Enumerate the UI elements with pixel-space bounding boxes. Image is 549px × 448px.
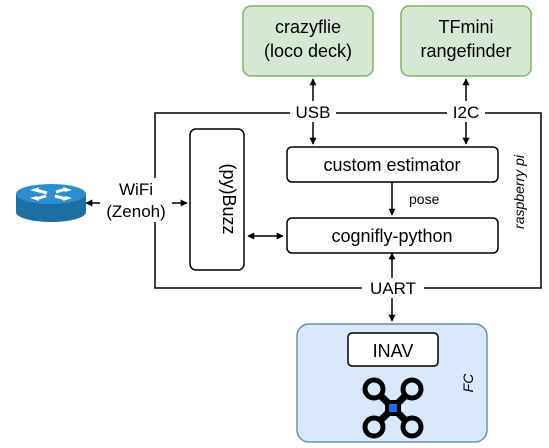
cognifly-python-label: cognifly-python — [331, 226, 452, 246]
i2c-label: I2C — [453, 103, 479, 122]
wifi-label: WiFi — [119, 180, 153, 199]
crazyflie-label: crazyflie — [275, 17, 341, 37]
router-icon — [16, 184, 86, 222]
cognifly-python-node: cognifly-python — [286, 217, 499, 254]
tfmini-sublabel: rangefinder — [420, 41, 511, 61]
buzz-label: (py)Buzz — [219, 163, 239, 234]
custom-estimator-label: custom estimator — [323, 155, 460, 175]
tfmini-label: TFmini — [439, 17, 494, 37]
tfmini-node: TFmini rangefinder — [400, 5, 532, 77]
pose-label: pose — [409, 191, 440, 207]
zenoh-label: (Zenoh) — [106, 202, 166, 221]
crazyflie-node: crazyflie (loco deck) — [242, 5, 374, 77]
inav-node — [347, 332, 439, 367]
fc-node: FC INAV — [296, 323, 488, 443]
crazyflie-sublabel: (loco deck) — [264, 41, 352, 61]
buzz-node: (py)Buzz — [189, 128, 245, 271]
quadcopter-icon — [362, 377, 424, 439]
usb-label: USB — [296, 103, 331, 122]
uart-label: UART — [370, 279, 416, 298]
raspberry-pi-label: raspberry pi — [511, 154, 527, 229]
custom-estimator-node: custom estimator — [286, 146, 499, 183]
fc-label: FC — [460, 373, 476, 393]
inav-label: INAV — [373, 341, 414, 361]
